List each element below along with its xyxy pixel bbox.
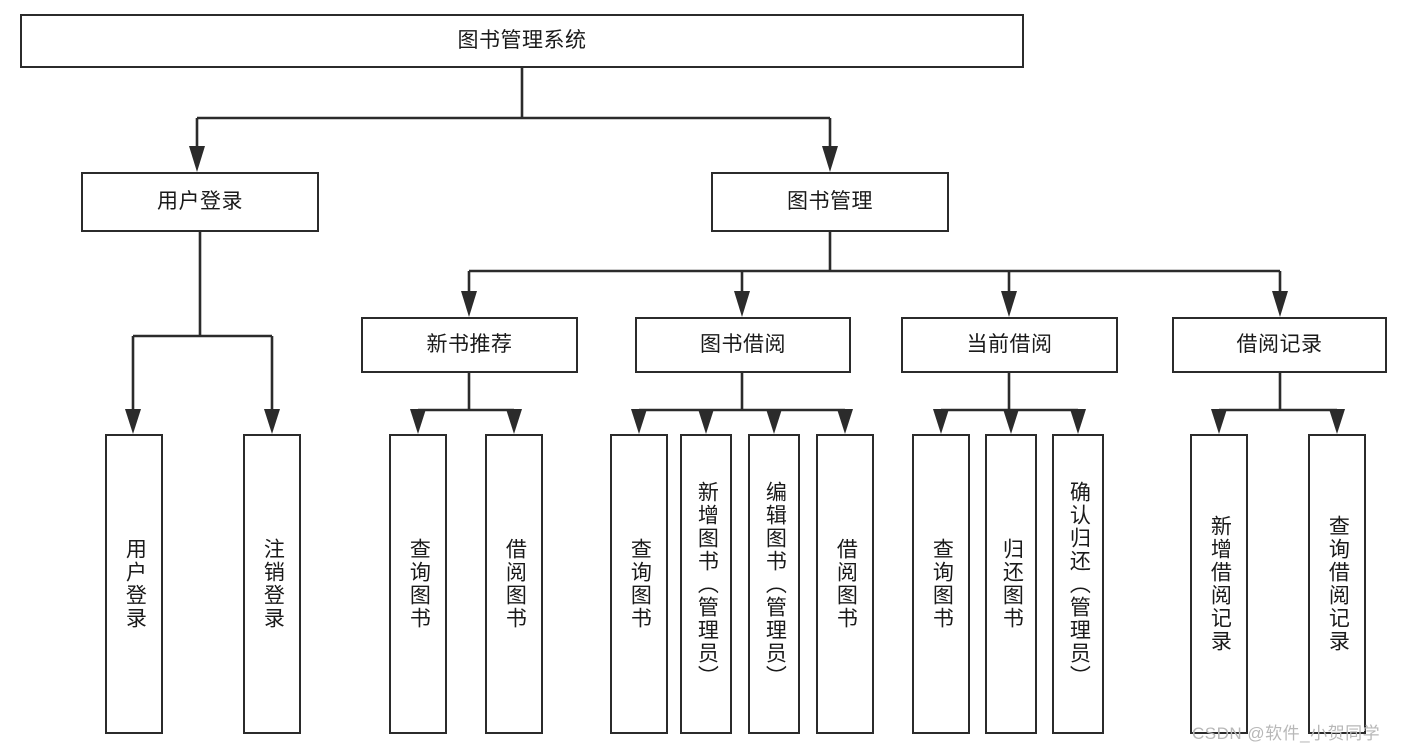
- node-book-borrow[interactable]: 图书借阅: [635, 317, 851, 373]
- arrowhead-newbook-leaf2: [506, 409, 522, 434]
- node-leaf-add-record[interactable]: 新增借阅记录: [1190, 434, 1248, 734]
- node-user-login-label: 用户登录: [157, 190, 243, 214]
- node-root[interactable]: 图书管理系统: [20, 14, 1024, 68]
- node-current-borrow-label: 当前借阅: [966, 333, 1053, 357]
- node-leaf-add-book[interactable]: 新增图书（管理员）: [680, 434, 732, 734]
- node-leaf-user-login-label: 用户登录: [123, 538, 147, 630]
- arrowhead-currentborrow-leaf2: [1003, 409, 1019, 434]
- node-leaf-add-book-label: 新增图书（管理员）: [695, 480, 719, 688]
- node-leaf-return-book[interactable]: 归还图书: [985, 434, 1037, 734]
- node-leaf-query-book-2-label: 查询图书: [628, 538, 652, 630]
- node-leaf-borrow-book-1[interactable]: 借阅图书: [485, 434, 543, 734]
- arrowhead-newbook-leaf1: [410, 409, 426, 434]
- node-leaf-logout-label: 注销登录: [261, 538, 285, 630]
- node-leaf-query-book-1[interactable]: 查询图书: [389, 434, 447, 734]
- node-leaf-edit-book[interactable]: 编辑图书（管理员）: [748, 434, 800, 734]
- node-new-book-recommend-label: 新书推荐: [426, 333, 513, 357]
- node-book-manage[interactable]: 图书管理: [711, 172, 949, 232]
- node-leaf-edit-book-label: 编辑图书（管理员）: [763, 480, 787, 688]
- arrowhead-bookborrow-leaf2: [698, 409, 714, 434]
- arrowhead-book-manage: [822, 146, 838, 172]
- arrowhead-bookborrow-leaf4: [837, 409, 853, 434]
- node-leaf-confirm-return-label: 确认归还（管理员）: [1067, 480, 1091, 688]
- arrowhead-leaf-user-login: [125, 409, 141, 434]
- arrowhead-bookborrow-leaf3: [766, 409, 782, 434]
- node-leaf-borrow-book-1-label: 借阅图书: [503, 538, 527, 630]
- arrowhead-currentborrow-leaf3: [1070, 409, 1086, 434]
- arrowhead-borrowrecord-leaf1: [1211, 409, 1227, 434]
- node-leaf-user-login[interactable]: 用户登录: [105, 434, 163, 734]
- node-leaf-query-book-2[interactable]: 查询图书: [610, 434, 668, 734]
- arrowhead-c3: [1001, 291, 1017, 317]
- arrowhead-c4: [1272, 291, 1288, 317]
- node-leaf-query-book-3-label: 查询图书: [930, 538, 954, 630]
- node-root-label: 图书管理系统: [457, 29, 587, 53]
- node-borrow-record[interactable]: 借阅记录: [1172, 317, 1387, 373]
- node-user-login[interactable]: 用户登录: [81, 172, 319, 232]
- node-book-manage-label: 图书管理: [787, 190, 873, 214]
- node-leaf-query-book-3[interactable]: 查询图书: [912, 434, 970, 734]
- node-leaf-add-record-label: 新增借阅记录: [1208, 515, 1232, 653]
- node-leaf-logout[interactable]: 注销登录: [243, 434, 301, 734]
- node-leaf-query-book-1-label: 查询图书: [407, 538, 431, 630]
- node-new-book-recommend[interactable]: 新书推荐: [361, 317, 578, 373]
- arrowhead-c1: [461, 291, 477, 317]
- node-leaf-borrow-book-2-label: 借阅图书: [834, 538, 858, 630]
- arrowhead-c2: [734, 291, 750, 317]
- arrowhead-bookborrow-leaf1: [631, 409, 647, 434]
- node-current-borrow[interactable]: 当前借阅: [901, 317, 1118, 373]
- node-borrow-record-label: 借阅记录: [1236, 333, 1323, 357]
- node-leaf-query-record[interactable]: 查询借阅记录: [1308, 434, 1366, 734]
- arrowhead-borrowrecord-leaf2: [1329, 409, 1345, 434]
- arrowhead-user-login: [189, 146, 205, 172]
- node-leaf-borrow-book-2[interactable]: 借阅图书: [816, 434, 874, 734]
- csdn-watermark: CSDN @软件_小贺同学: [1192, 724, 1381, 743]
- arrowhead-currentborrow-leaf1: [933, 409, 949, 434]
- node-leaf-return-book-label: 归还图书: [1000, 538, 1024, 630]
- node-leaf-query-record-label: 查询借阅记录: [1326, 515, 1350, 653]
- node-leaf-confirm-return[interactable]: 确认归还（管理员）: [1052, 434, 1104, 734]
- arrowhead-leaf-logout: [264, 409, 280, 434]
- node-book-borrow-label: 图书借阅: [700, 333, 786, 357]
